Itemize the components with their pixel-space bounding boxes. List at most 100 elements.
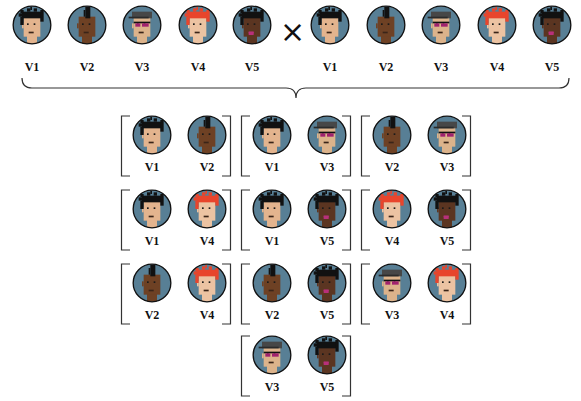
hair	[322, 192, 325, 195]
head	[439, 201, 456, 221]
avatar-node: V3	[372, 263, 412, 322]
hair	[455, 199, 458, 206]
avatar-portrait	[372, 115, 412, 155]
head	[384, 275, 401, 295]
hair	[505, 10, 508, 15]
mouth	[204, 216, 209, 218]
hair	[280, 194, 283, 199]
avatar-label: V4	[427, 308, 467, 322]
avatar-node: V5	[307, 335, 347, 394]
portrait	[187, 115, 227, 155]
avatar-outline	[253, 336, 291, 374]
mouth	[444, 142, 449, 144]
portrait	[427, 189, 467, 229]
portrait	[532, 5, 572, 45]
curly-brace	[22, 78, 569, 98]
eye	[267, 207, 269, 209]
avatar-portrait	[307, 335, 347, 375]
hair	[197, 270, 217, 277]
avatar-outline	[188, 190, 226, 228]
hair	[338, 15, 341, 22]
avatar-outline	[253, 116, 291, 154]
hair	[197, 196, 217, 203]
mouth	[204, 142, 209, 144]
bracket-group: V2V5	[240, 263, 352, 325]
eye	[267, 133, 269, 135]
glasses-frame	[439, 132, 456, 134]
hair	[505, 15, 508, 22]
ear	[132, 23, 134, 28]
avatar-outline	[13, 6, 51, 44]
eye	[154, 281, 156, 283]
hair	[209, 266, 212, 269]
hair	[445, 191, 447, 194]
head	[319, 127, 336, 147]
hair	[195, 275, 198, 283]
ear	[77, 23, 79, 28]
hair	[205, 265, 207, 268]
hair	[202, 192, 205, 195]
cap-brim	[129, 17, 149, 19]
mouth	[204, 290, 209, 292]
eye	[329, 281, 331, 283]
hair	[315, 347, 318, 355]
avatar-node: V5	[232, 5, 272, 74]
eye	[209, 207, 211, 209]
mouth	[438, 32, 443, 34]
avatar-node: V2	[372, 115, 412, 174]
avatar-label: V1	[310, 60, 350, 74]
avatar-portrait	[427, 115, 467, 155]
head	[319, 275, 336, 295]
avatar-outline	[308, 116, 346, 154]
eye	[394, 207, 396, 209]
mohawk	[390, 117, 395, 129]
eye	[147, 281, 149, 283]
portrait	[252, 189, 292, 229]
glasses	[265, 353, 270, 356]
portrait	[307, 335, 347, 375]
eye	[322, 207, 324, 209]
portrait	[122, 5, 162, 45]
hair	[314, 271, 317, 274]
hair	[215, 273, 218, 280]
portrait	[67, 5, 107, 45]
hair	[455, 273, 458, 280]
eye	[82, 23, 84, 25]
avatar-portrait	[310, 5, 350, 45]
portrait	[427, 115, 467, 155]
head	[544, 17, 561, 37]
hair	[262, 196, 282, 203]
hair	[540, 17, 543, 25]
avatar-outline	[308, 190, 346, 228]
hair	[250, 7, 252, 10]
avatar-node: V1	[252, 189, 292, 248]
avatar-node: V5	[427, 189, 467, 248]
mouth	[383, 32, 388, 34]
ear	[262, 281, 264, 286]
head	[264, 201, 281, 221]
eye	[254, 23, 256, 25]
hair	[160, 125, 163, 132]
eye	[202, 133, 204, 135]
bracket-group: V1V3	[240, 115, 352, 177]
avatar-node: V3	[122, 5, 162, 74]
portrait	[252, 335, 292, 375]
avatar-portrait	[372, 263, 412, 303]
portrait	[187, 263, 227, 303]
hair	[317, 196, 337, 203]
avatar-label: V3	[421, 60, 461, 74]
eye	[247, 23, 249, 25]
bracket-group: V1V4	[120, 189, 232, 251]
eye	[147, 133, 149, 135]
avatar-node: V4	[187, 263, 227, 322]
mouth	[139, 32, 144, 34]
hair	[242, 12, 262, 19]
hair	[160, 194, 163, 199]
ear	[437, 133, 439, 138]
bracket-group: V4V5	[360, 189, 472, 251]
hair	[40, 15, 43, 22]
cap-brim	[314, 127, 334, 129]
hair	[160, 120, 163, 125]
eye	[381, 23, 383, 25]
